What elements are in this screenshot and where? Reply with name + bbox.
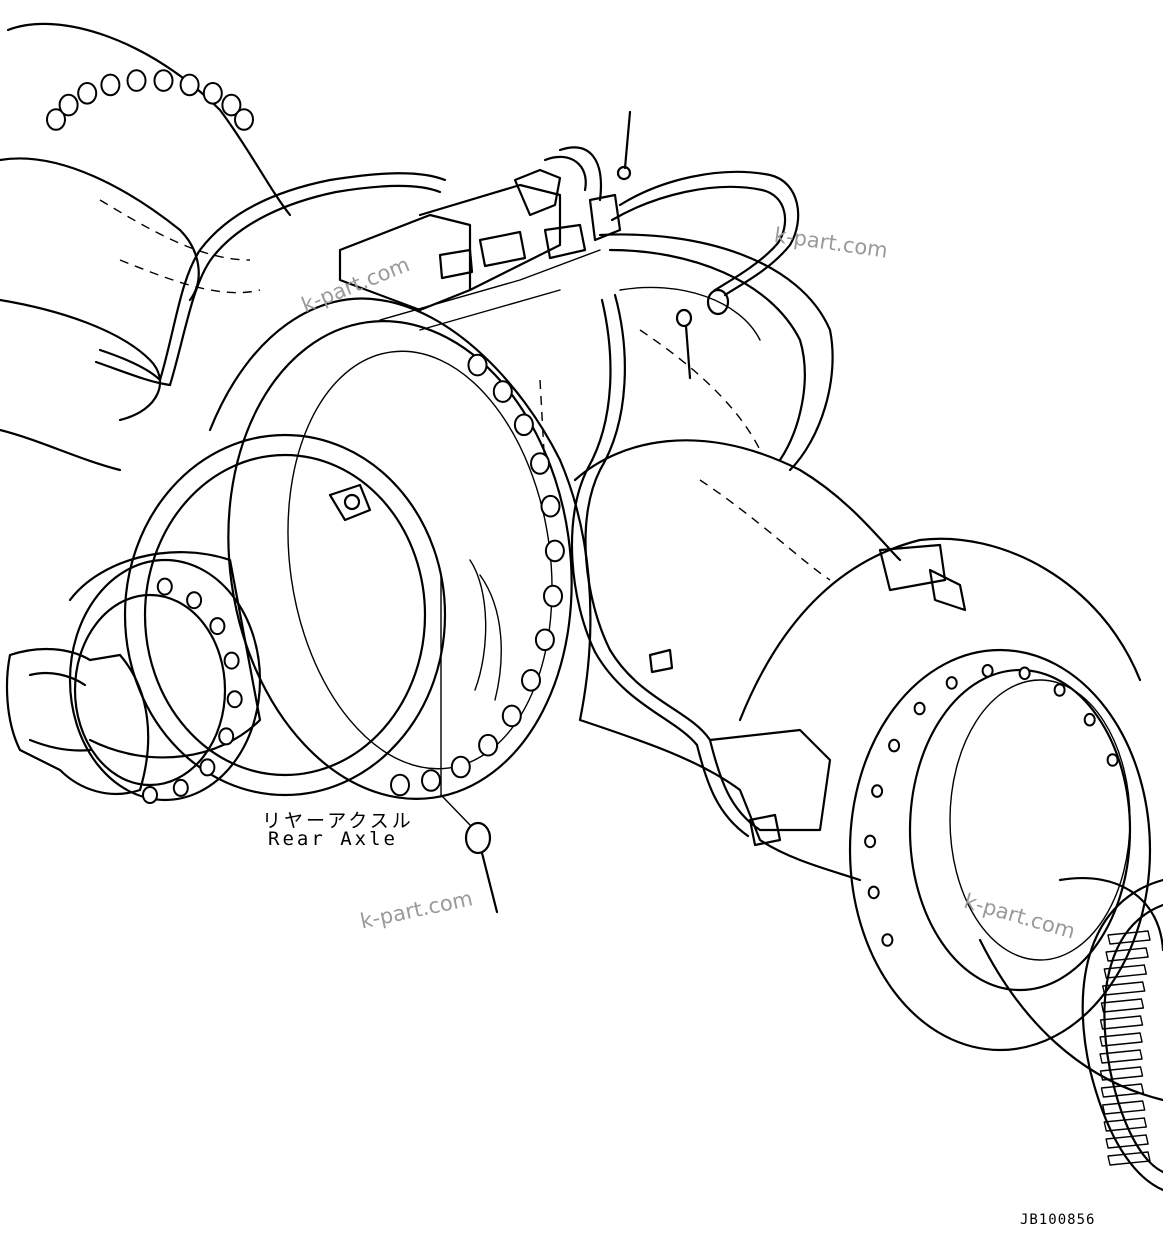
bolt — [467, 353, 488, 377]
bolt — [478, 733, 499, 757]
bolt — [209, 617, 226, 636]
bolt — [179, 73, 200, 97]
bolt — [864, 834, 877, 849]
bolt — [156, 577, 173, 596]
bolt — [421, 769, 441, 792]
part-label-jp: リヤーアクスル — [262, 810, 414, 832]
bolt — [221, 93, 242, 117]
bolt — [100, 73, 121, 97]
tread-block — [1103, 1117, 1147, 1132]
bolt — [913, 701, 926, 716]
bolt — [1053, 683, 1066, 697]
bolt — [544, 539, 565, 563]
tread-block — [1102, 981, 1146, 996]
bolt — [530, 452, 550, 475]
part-label-en: Rear Axle — [268, 828, 398, 850]
right-hub — [738, 537, 1163, 1102]
bolt — [234, 108, 254, 131]
bolt — [390, 773, 410, 797]
bolt — [142, 786, 158, 804]
bolt — [881, 933, 894, 947]
tread-block — [1107, 930, 1151, 945]
bolt — [223, 651, 240, 670]
bolt — [199, 758, 216, 777]
bolt — [1083, 712, 1096, 727]
bolt — [153, 69, 174, 92]
bolt — [172, 778, 189, 797]
bolt — [1018, 666, 1031, 681]
bolt — [202, 82, 223, 105]
bolt — [871, 784, 884, 798]
bolt — [501, 704, 522, 728]
tread-block — [1099, 1066, 1144, 1081]
tread-block — [1105, 947, 1149, 962]
hydraulic-tube-lower — [570, 293, 832, 847]
bolt — [450, 755, 471, 779]
callout-leaders — [440, 110, 693, 914]
bolt — [888, 738, 901, 753]
bolt — [540, 494, 561, 518]
tread-block — [1099, 1015, 1144, 1030]
bolt — [867, 885, 880, 900]
tread-block — [1107, 1151, 1151, 1166]
hydraulic-hose-right — [610, 170, 800, 316]
bolt — [981, 664, 994, 678]
bolt — [58, 93, 79, 117]
tread-block — [1099, 1049, 1143, 1064]
tread-block — [1099, 1032, 1143, 1047]
bolt — [521, 669, 541, 692]
bolt — [513, 413, 534, 437]
drum-treads — [1099, 930, 1151, 1166]
hub-bolt-ring — [142, 577, 243, 804]
bolt — [46, 108, 66, 131]
center-flange — [227, 320, 573, 800]
drawing-code: JB100856 — [1020, 1212, 1096, 1228]
bolt — [77, 82, 98, 105]
bolt — [218, 727, 235, 746]
bolt — [186, 591, 203, 610]
upper-bolt-ring — [46, 69, 254, 131]
tread-block — [1102, 1100, 1146, 1115]
upper-left-housing — [0, 22, 292, 472]
right-hub-bolt-ring — [864, 664, 1119, 947]
tread-block — [1105, 1134, 1149, 1149]
hydraulic-tube-upper — [94, 172, 447, 387]
bolt — [226, 690, 243, 709]
bolt — [534, 628, 555, 652]
tread-block — [1100, 998, 1145, 1013]
bolt — [492, 380, 513, 403]
bolt — [945, 676, 958, 690]
tread-block — [1100, 1083, 1145, 1098]
bolt — [543, 584, 563, 608]
tread-block — [1103, 964, 1147, 979]
bolt — [1106, 753, 1119, 767]
bolt — [126, 69, 147, 92]
flange-bolt-ring — [390, 353, 565, 797]
